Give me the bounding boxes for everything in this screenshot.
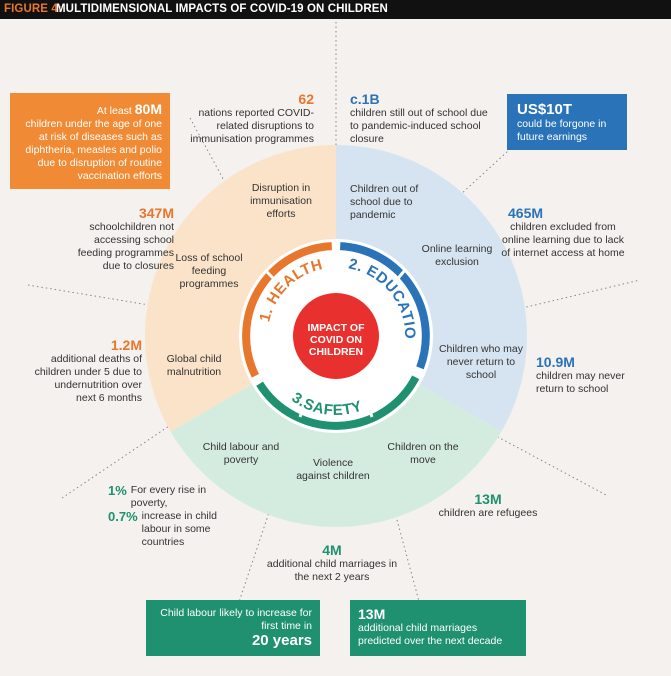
ring-tick-safety-2 (366, 404, 374, 418)
stat-poverty-pct2: 0.7% (108, 509, 138, 524)
segment-never-return: Children who may never return to school (438, 343, 524, 381)
stat-schoolchildren: 347M schoolchildren not accessing school… (68, 205, 174, 273)
safety-box-left-value: 20 years (251, 632, 312, 649)
stat-excluded-text: children excluded from online learning d… (501, 221, 625, 259)
stat-still-out-text: children still out of school due to pand… (350, 107, 488, 145)
stat-still-out: c.1B children still out of school due to… (350, 91, 490, 146)
safety-box-right-value: 13M (358, 606, 386, 622)
safety-highlight-box-right: 13M additional child marriages predicted… (350, 600, 526, 656)
figure-header: FIGURE 4: MULTIDIMENSIONAL IMPACTS OF CO… (0, 0, 671, 19)
health-ring-arc (242, 242, 332, 378)
ring-tick-health-1 (263, 268, 279, 284)
education-box-text: could be forgone in future earnings (517, 118, 607, 143)
safety-highlight-box-left: Child labour likely to increase for firs… (146, 600, 320, 656)
center-circle (293, 293, 379, 379)
segment-online-learning: Online learning exclusion (421, 243, 493, 268)
divider-line-health-top (189, 117, 271, 266)
segment-out-of-school: Children out of school due to pandemic (350, 183, 419, 221)
stat-schoolchildren-value: 347M (138, 205, 174, 221)
safety-box-left-text: Child labour likely to increase for firs… (160, 607, 312, 632)
stat-poverty: 1% For every rise in poverty, 0.7% incre… (108, 484, 240, 549)
segment-disruption-immunisation: Disruption in immunisation efforts (250, 182, 312, 220)
stat-marriages-text: additional child marriages in the next 2… (266, 558, 398, 583)
health-box-text: children under the age of one at risk of… (25, 118, 162, 182)
health-box-value: 80M (134, 101, 162, 117)
stat-poverty-pct1: 1% (108, 483, 127, 498)
stat-deaths-text: additional deaths of children under 5 du… (34, 353, 142, 404)
safety-box-right-text: additional child marriages predicted ove… (358, 622, 503, 647)
stat-deaths: 1.2M additional deaths of children under… (32, 337, 142, 405)
segment-school-feeding: Loss of school feeding programmes (175, 252, 243, 290)
stat-may-never-value: 10.9M (536, 354, 575, 370)
stat-may-never-text: children may never return to school (536, 370, 625, 395)
safety-ring-arc (256, 375, 420, 430)
stat-nations-value: 62 (298, 91, 314, 107)
stat-marriages-value: 4M (322, 542, 342, 558)
segment-children-on-move: Children on the move (387, 441, 459, 466)
divider-line-safety-left (61, 374, 246, 499)
figure-label: FIGURE 4: (4, 3, 62, 15)
stat-poverty-text2: increase in child labour in some countri… (141, 510, 217, 548)
education-box-value: US$10T (517, 101, 573, 118)
segment-child-labour: Child labour and poverty (202, 441, 280, 466)
stat-schoolchildren-text: schoolchildren not accessing school feed… (77, 221, 174, 272)
stat-deaths-value: 1.2M (110, 337, 142, 353)
stat-refugees: 13M children are refugees (432, 491, 544, 520)
figure-title: MULTIDIMENSIONAL IMPACTS OF COVID-19 ON … (56, 3, 388, 15)
education-ring-arc (339, 242, 430, 370)
education-highlight-box: US$10T could be forgone in future earnin… (507, 94, 627, 150)
stat-excluded: 465M children excluded from online learn… (500, 205, 626, 260)
segment-malnutrition: Global child malnutrition (166, 353, 222, 378)
stat-marriages: 4M additional child marriages in the nex… (262, 542, 402, 584)
stat-refugees-value: 13M (474, 491, 502, 507)
stat-refugees-text: children are refugees (438, 507, 538, 519)
stat-excluded-value: 465M (508, 205, 544, 221)
ring-tick-edu-1 (393, 269, 407, 283)
health-highlight-box: At least 80M children under the age of o… (10, 93, 170, 189)
stat-nations-text: nations reported COVID-related disruptio… (190, 107, 314, 145)
ring-tick-safety-1 (298, 404, 306, 418)
segment-violence: Violence against children (296, 457, 370, 482)
stat-nations: 62 nations reported COVID-related disrup… (172, 91, 314, 146)
stat-still-out-value: c.1B (350, 91, 380, 107)
health-box-prefix: At least (96, 105, 132, 117)
stat-poverty-text1: For every rise in poverty, (130, 484, 207, 509)
stat-may-never: 10.9M children may never return to schoo… (536, 354, 636, 396)
center-label: IMPACT OF COVID ON CHILDREN (307, 322, 365, 358)
